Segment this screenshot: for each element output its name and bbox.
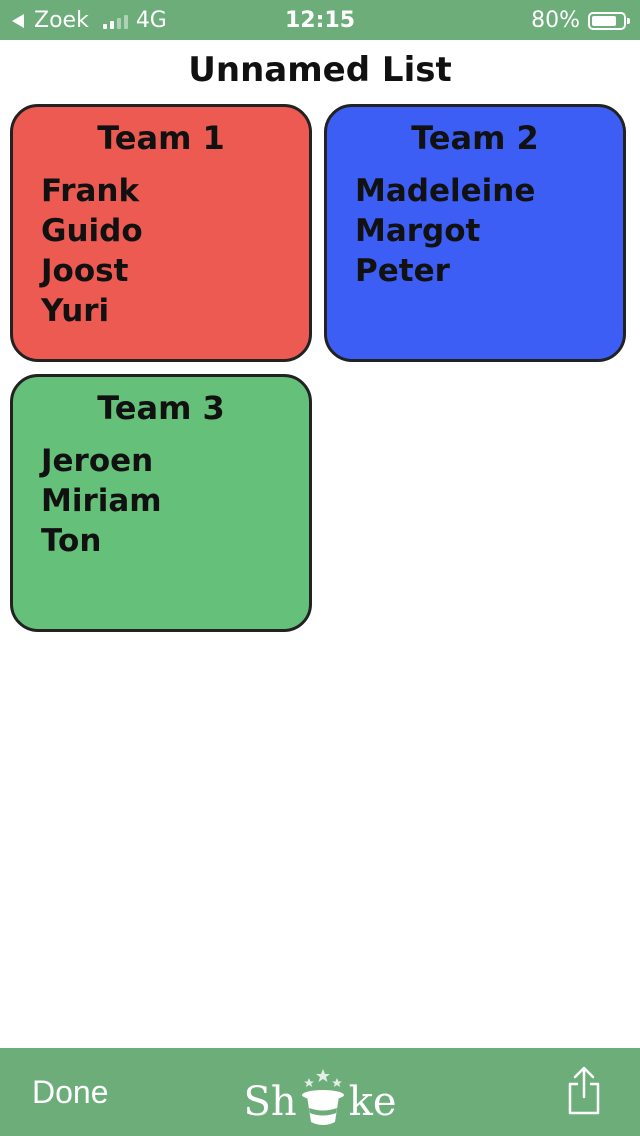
status-time: 12:15	[284, 8, 356, 33]
team-card-1[interactable]: Team 1 Frank Guido Joost Yuri	[10, 104, 312, 362]
member-name: Miriam	[41, 483, 162, 519]
status-right: 80%	[531, 8, 630, 33]
network-type: 4G	[135, 8, 167, 33]
member-name: Yuri	[41, 293, 110, 329]
member-name: Peter	[355, 253, 450, 289]
logo-text-right: ke	[348, 1079, 397, 1125]
battery-percent: 80%	[531, 8, 580, 33]
back-arrow-icon	[12, 13, 24, 28]
status-left[interactable]: Zoek 4G	[12, 8, 167, 33]
member-list: Frank Guido Joost Yuri	[13, 171, 309, 331]
member-name: Ton	[41, 523, 102, 559]
shake-logo: Sh ke	[0, 1060, 640, 1130]
member-name: Jeroen	[41, 443, 154, 479]
member-name: Guido	[41, 213, 143, 249]
share-icon[interactable]	[564, 1066, 604, 1116]
signal-strength-icon	[102, 13, 128, 29]
done-button[interactable]: Done	[32, 1074, 109, 1110]
team-name: Team 2	[411, 119, 539, 157]
team-name: Team 3	[97, 389, 225, 427]
list-title[interactable]: Unnamed List	[188, 50, 452, 90]
battery-level	[592, 15, 616, 26]
back-to-app-label[interactable]: Zoek	[34, 8, 89, 33]
member-name: Madeleine	[355, 173, 536, 209]
team-card-2[interactable]: Team 2 Madeleine Margot Peter	[324, 104, 626, 362]
team-name: Team 1	[97, 119, 225, 157]
member-list: Jeroen Miriam Ton	[13, 441, 309, 561]
magic-hat-icon	[301, 1069, 344, 1125]
bottom-toolbar: Done Sh ke	[0, 1048, 640, 1136]
member-name: Frank	[41, 173, 140, 209]
member-name: Joost	[41, 253, 129, 289]
member-name: Margot	[355, 213, 481, 249]
team-card-3[interactable]: Team 3 Jeroen Miriam Ton	[10, 374, 312, 632]
logo-text-left: Sh	[243, 1079, 297, 1125]
status-bar: Zoek 4G 12:15 80%	[0, 0, 640, 40]
battery-tip	[627, 17, 630, 24]
battery-icon	[588, 11, 630, 30]
member-list: Madeleine Margot Peter	[327, 171, 623, 291]
